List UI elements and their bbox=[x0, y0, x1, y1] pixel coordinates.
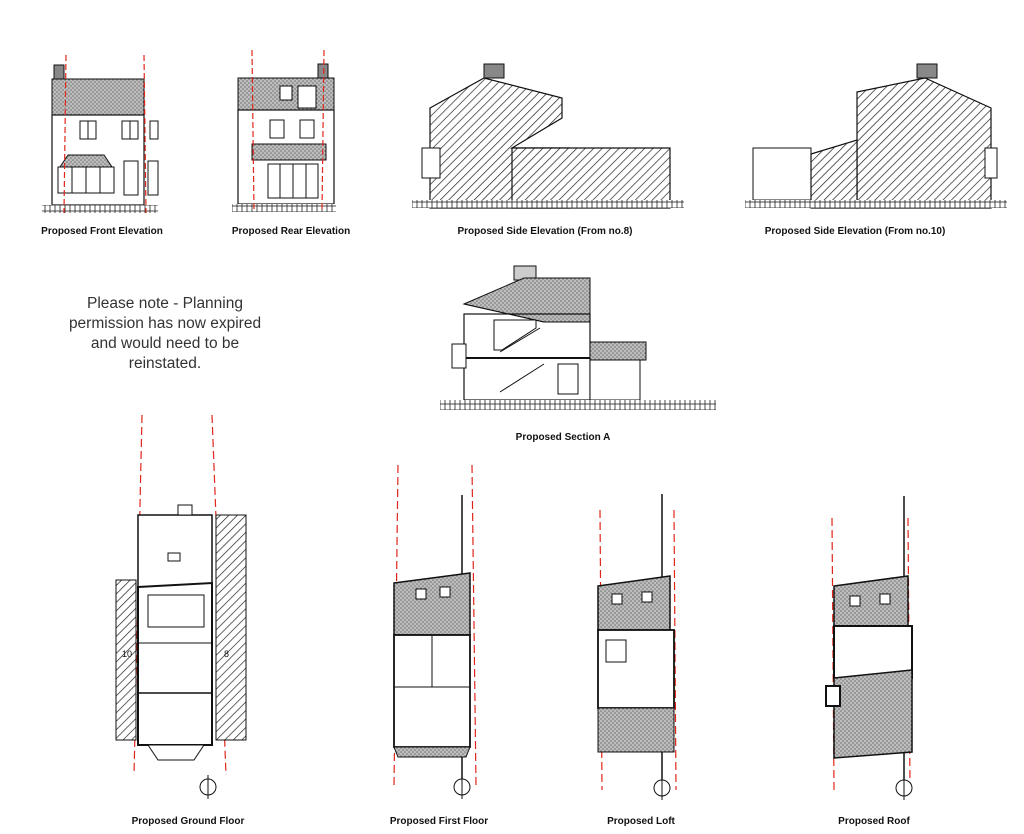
loft-caption: Proposed Loft bbox=[607, 816, 675, 827]
side-elevation-8-caption: Proposed Side Elevation (From no.8) bbox=[457, 226, 633, 237]
side-elevation-8-drawing bbox=[412, 63, 684, 209]
loft-plan bbox=[597, 494, 677, 800]
first-floor-plan bbox=[393, 464, 477, 799]
ground-floor-caption: Proposed Ground Floor bbox=[131, 816, 245, 827]
rear-elevation-caption: Proposed Rear Elevation bbox=[231, 226, 351, 237]
ground-floor-plan: 10 8 bbox=[115, 414, 247, 799]
side-elevation-10-drawing bbox=[745, 63, 1007, 209]
neighbour-left-label: 10 bbox=[122, 649, 132, 659]
front-elevation-caption: Proposed Front Elevation bbox=[41, 226, 163, 237]
roof-caption: Proposed Roof bbox=[838, 816, 910, 827]
first-floor-caption: Proposed First Floor bbox=[389, 816, 489, 827]
rear-elevation-drawing bbox=[232, 49, 336, 213]
roof-plan bbox=[825, 496, 913, 800]
front-elevation-drawing bbox=[42, 54, 159, 214]
section-a-drawing bbox=[440, 265, 716, 410]
side-elevation-10-caption: Proposed Side Elevation (From no.10) bbox=[764, 226, 946, 237]
section-a-caption: Proposed Section A bbox=[515, 432, 611, 443]
neighbour-right-label: 8 bbox=[224, 649, 229, 659]
planning-note: Please note - Planning permission has no… bbox=[68, 295, 262, 372]
